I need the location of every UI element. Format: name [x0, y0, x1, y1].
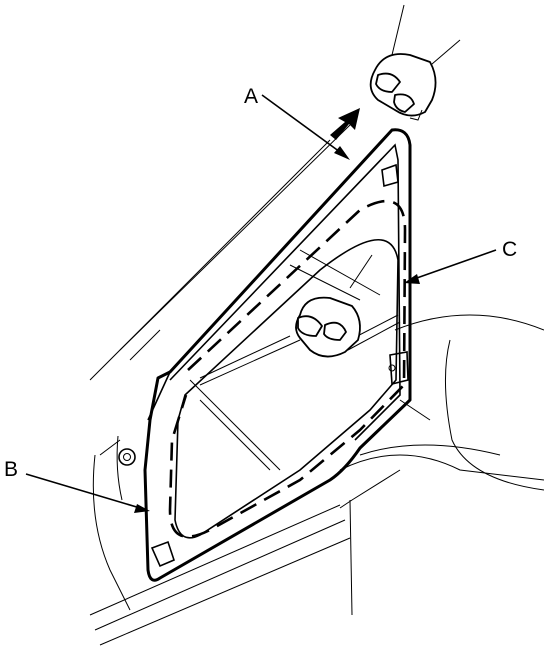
- callout-c-label: C: [502, 238, 517, 261]
- vehicle-body-background: [89, 124, 544, 646]
- callout-c: C: [404, 238, 517, 284]
- callout-b: B: [4, 458, 150, 513]
- arrow-up-right-icon: [330, 108, 360, 140]
- hand-icon: [199, 254, 401, 386]
- callout-a-label: A: [244, 85, 258, 108]
- trim-panel: [143, 128, 412, 582]
- clip-seal-line: [168, 199, 407, 538]
- hand-icon: [369, 4, 461, 121]
- callout-a: A: [244, 85, 350, 160]
- callout-b-label: B: [4, 458, 18, 481]
